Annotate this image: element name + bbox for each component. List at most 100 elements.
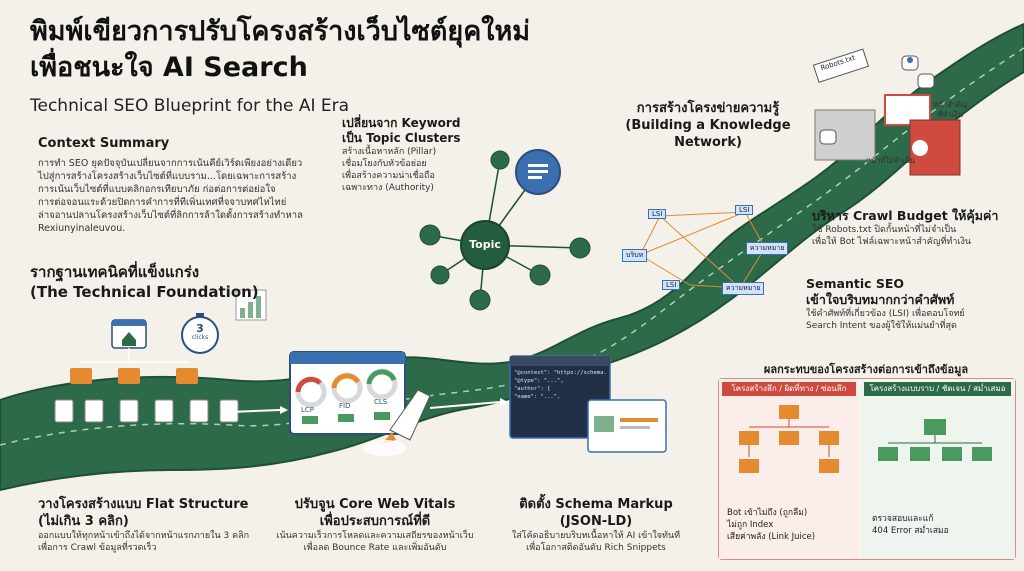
arrow-head [280,406,288,414]
cluster-node [529,264,551,286]
deep-structure-side: โครงสร้างลึก / ผิดที่ทาง / ซ่อนลึก Bot เ… [719,379,859,559]
network-node: LSI [662,280,681,290]
semantic-heading-1: Semantic SEO [806,276,905,291]
issue-item: ไม่ถูก Index [727,520,774,530]
cwv-block: ปรับจูน Core Web Vitals เพื่อประสบการณ์ท… [270,496,480,554]
bar-chart-icon [235,289,267,321]
semantic-line-1: ใช้คำศัพท์ที่เกี่ยวข้อง (LSI) เพื่อตอบโจ… [806,309,965,319]
clusters-block: เปลี่ยนจาก Keyword เป็น Topic Clusters ส… [342,116,502,194]
flat-tree-graphic [878,419,992,461]
knowledge-heading-3: Network) [674,135,742,150]
cluster-node [569,237,591,259]
deep-tree-graphic [739,405,839,473]
important-label-2: ที่ทำเงิน [937,110,963,119]
gauge-label-fid: FID [339,402,351,410]
context-line: การทำ SEO ยุคปัจจุบันเปลี่ยนจากการเน้นคี… [38,158,303,169]
cwv-heading-2: เพื่อประสบการณ์ที่ดี [319,514,431,529]
flat-structure-side: โครงสร้างแบบราบ / ชัดเจน / สม่ำเสมอ ตรวจ… [860,379,1015,559]
knowledge-heading-1: การสร้างโครงข่ายความรู้ [636,101,780,116]
arrow-line [229,409,281,413]
flat-structure-block: วางโครงสร้างแบบ Flat Structure (ไม่เกิน … [38,496,288,554]
context-line: Rexiunyinaleuvou. [38,223,126,234]
context-heading: Context Summary [38,136,170,151]
schema-line-2: เพื่อโอกาสติดอันดับ Rich Snippets [526,543,666,553]
cwv-heading-1: ปรับจูน Core Web Vitals [294,497,456,512]
cwv-line-2: เพื่อลด Bounce Rate และเพิ่มอันดับ [303,543,447,553]
impact-panel: โครงสร้างลึก / ผิดที่ทาง / ซ่อนลึก Bot เ… [718,378,1016,560]
code-line: "@type": "...", [514,378,564,384]
clusters-heading-1: เปลี่ยนจาก Keyword [342,116,461,130]
flat-line-2: เพื่อการ Crawl ข้อมูลที่รวดเร็ว [38,543,157,553]
network-node: ความหมาย [722,282,765,295]
semantic-line-2: Search Intent ของผู้ใช้ให้แม่นยำที่สุด [806,321,957,331]
schema-block: ติดตั้ง Schema Markup (JSON-LD) ใส่โค้ดอ… [496,496,696,554]
context-line: ไปสู่การสร้างโครงสร้างเว็บไซต์ที่แบบราม.… [38,171,297,182]
schema-code-window [509,355,667,453]
semantic-heading-2: เข้าใจบริบทมากกว่าคำศัพท์ [806,292,955,307]
flat-structure-tree [54,319,239,423]
page-subtitle: Technical SEO Blueprint for the AI Era [30,96,350,116]
schema-heading-2: (JSON-LD) [559,514,633,529]
network-node: ความหมาย [746,242,789,255]
deep-structure-tab: โครงสร้างลึก / ผิดที่ทาง / ซ่อนลึก [722,382,856,396]
cluster-node [490,150,510,170]
topic-label: Topic [469,238,501,251]
gauge-label-cls: CLS [374,398,388,406]
code-line: "name": "...", [514,394,561,400]
timer-readout: 3 clicks [186,323,214,342]
cwv-browser-window [289,351,406,435]
foundation-heading: รากฐานเทคนิคที่แข็งแกร่ง (The Technical … [30,262,259,302]
context-line: การเน้นเว็บไซต์ที่แบบคลิกอกรเทียบาภัย ก่… [38,184,276,195]
arrow-head [500,398,508,406]
gauge-label-lcp: LCP [301,406,315,414]
flat-structure-tab: โครงสร้างแบบราบ / ชัดเจน / สม่ำเสมอ [864,382,1011,396]
issue-item: เสียค่าพลัง (Link Juice) [727,532,816,542]
impact-heading: ผลกระทบของโครงสร้างต่อการเข้าถึงข้อมูล [763,363,969,376]
flat-heading-1: วางโครงสร้างแบบ Flat Structure [38,497,249,512]
timer-value: 3 [196,322,204,335]
flat-structure-benefits: ตรวจสอบและแก้ 404 Error สม่ำเสมอ [872,513,949,537]
title-line-1: พิมพ์เขียวการปรับโครงสร้างเว็บไซต์ยุคใหม… [30,16,531,47]
crawl-heading: บริหาร Crawl Budget ให้คุ้มค่า [812,208,999,223]
clusters-line-1: สร้างเนื้อหาหลัก (Pillar) [342,147,437,157]
cwv-line-1: เน้นความเร็วการโหลดและความเสถียรของหน้าเ… [276,531,474,541]
flat-heading-2: (ไม่เกิน 3 คลิก) [38,514,129,529]
deep-structure-issues: Bot เข้าไม่ถึง (ถูกลืม) ไม่ถูก Index เสี… [727,507,815,543]
unneeded-pages-label: หน้าที่ไม่จำเป็น [866,156,915,165]
crawl-line-1: ใช้ Robots.txt ปิดกั้นหน้าที่ไม่จำเป็น [812,225,957,235]
flat-line-1: ออกแบบให้ทุกหน้าเข้าถึงได้จากหน้าแรกภายใ… [38,531,250,541]
schema-code: "@context": "https://schema.org", "@type… [514,369,606,401]
code-line: "author": { [514,386,551,392]
page-title: พิมพ์เขียวการปรับโครงสร้างเว็บไซต์ยุคใหม… [30,14,530,86]
network-node: LSI [648,209,667,219]
stopwatch-icon [181,313,219,354]
cluster-node [469,289,491,311]
cluster-node [419,224,441,246]
knowledge-heading-2: (Building a Knowledge [625,118,791,133]
schema-heading-1: ติดตั้ง Schema Markup [519,497,673,512]
benefit-item: ตรวจสอบและแก้ [872,514,934,524]
timer-unit: clicks [191,334,209,341]
important-label-1: หน้าสำคัญ [933,100,968,109]
foundation-heading-line-1: รากฐานเทคนิคที่แข็งแกร่ง [30,263,200,281]
crawl-block: บริหาร Crawl Budget ให้คุ้มค่า ใช้ Robot… [812,208,1017,248]
rocket-icon [363,389,431,456]
code-line: "@context": "https://schema.org", [514,370,606,376]
title-line-2: เพื่อชนะใจ AI Search [30,52,308,83]
robots-sign [812,48,870,83]
semantic-block: Semantic SEO เข้าใจบริบทมากกว่าคำศัพท์ ใ… [806,276,1018,332]
important-pages-label: หน้าสำคัญ ที่ทำเงิน [933,100,967,120]
issue-item: Bot เข้าไม่ถึง (ถูกลืม) [727,508,808,518]
clusters-line-2: เชื่อมโยงกับหัวข้อย่อย [342,159,427,169]
context-line: ล่าจอานปลานโครงสร้างเว็บไซต์ที่ลิกการล้า… [38,210,303,221]
context-summary: Context Summary การทำ SEO ยุคปัจจุบันเปล… [38,136,328,235]
clusters-line-4: เฉพาะทาง (Authority) [342,183,434,193]
network-node: LSI [735,205,754,215]
robot-icon [819,55,935,145]
cluster-node [430,265,450,285]
clusters-heading-2: เป็น Topic Clusters [342,131,461,145]
benefit-item: 404 Error สม่ำเสมอ [872,526,949,536]
clusters-line-3: เพื่อสร้างความน่าเชื่อถือ [342,171,435,181]
topic-center-node [460,220,510,270]
